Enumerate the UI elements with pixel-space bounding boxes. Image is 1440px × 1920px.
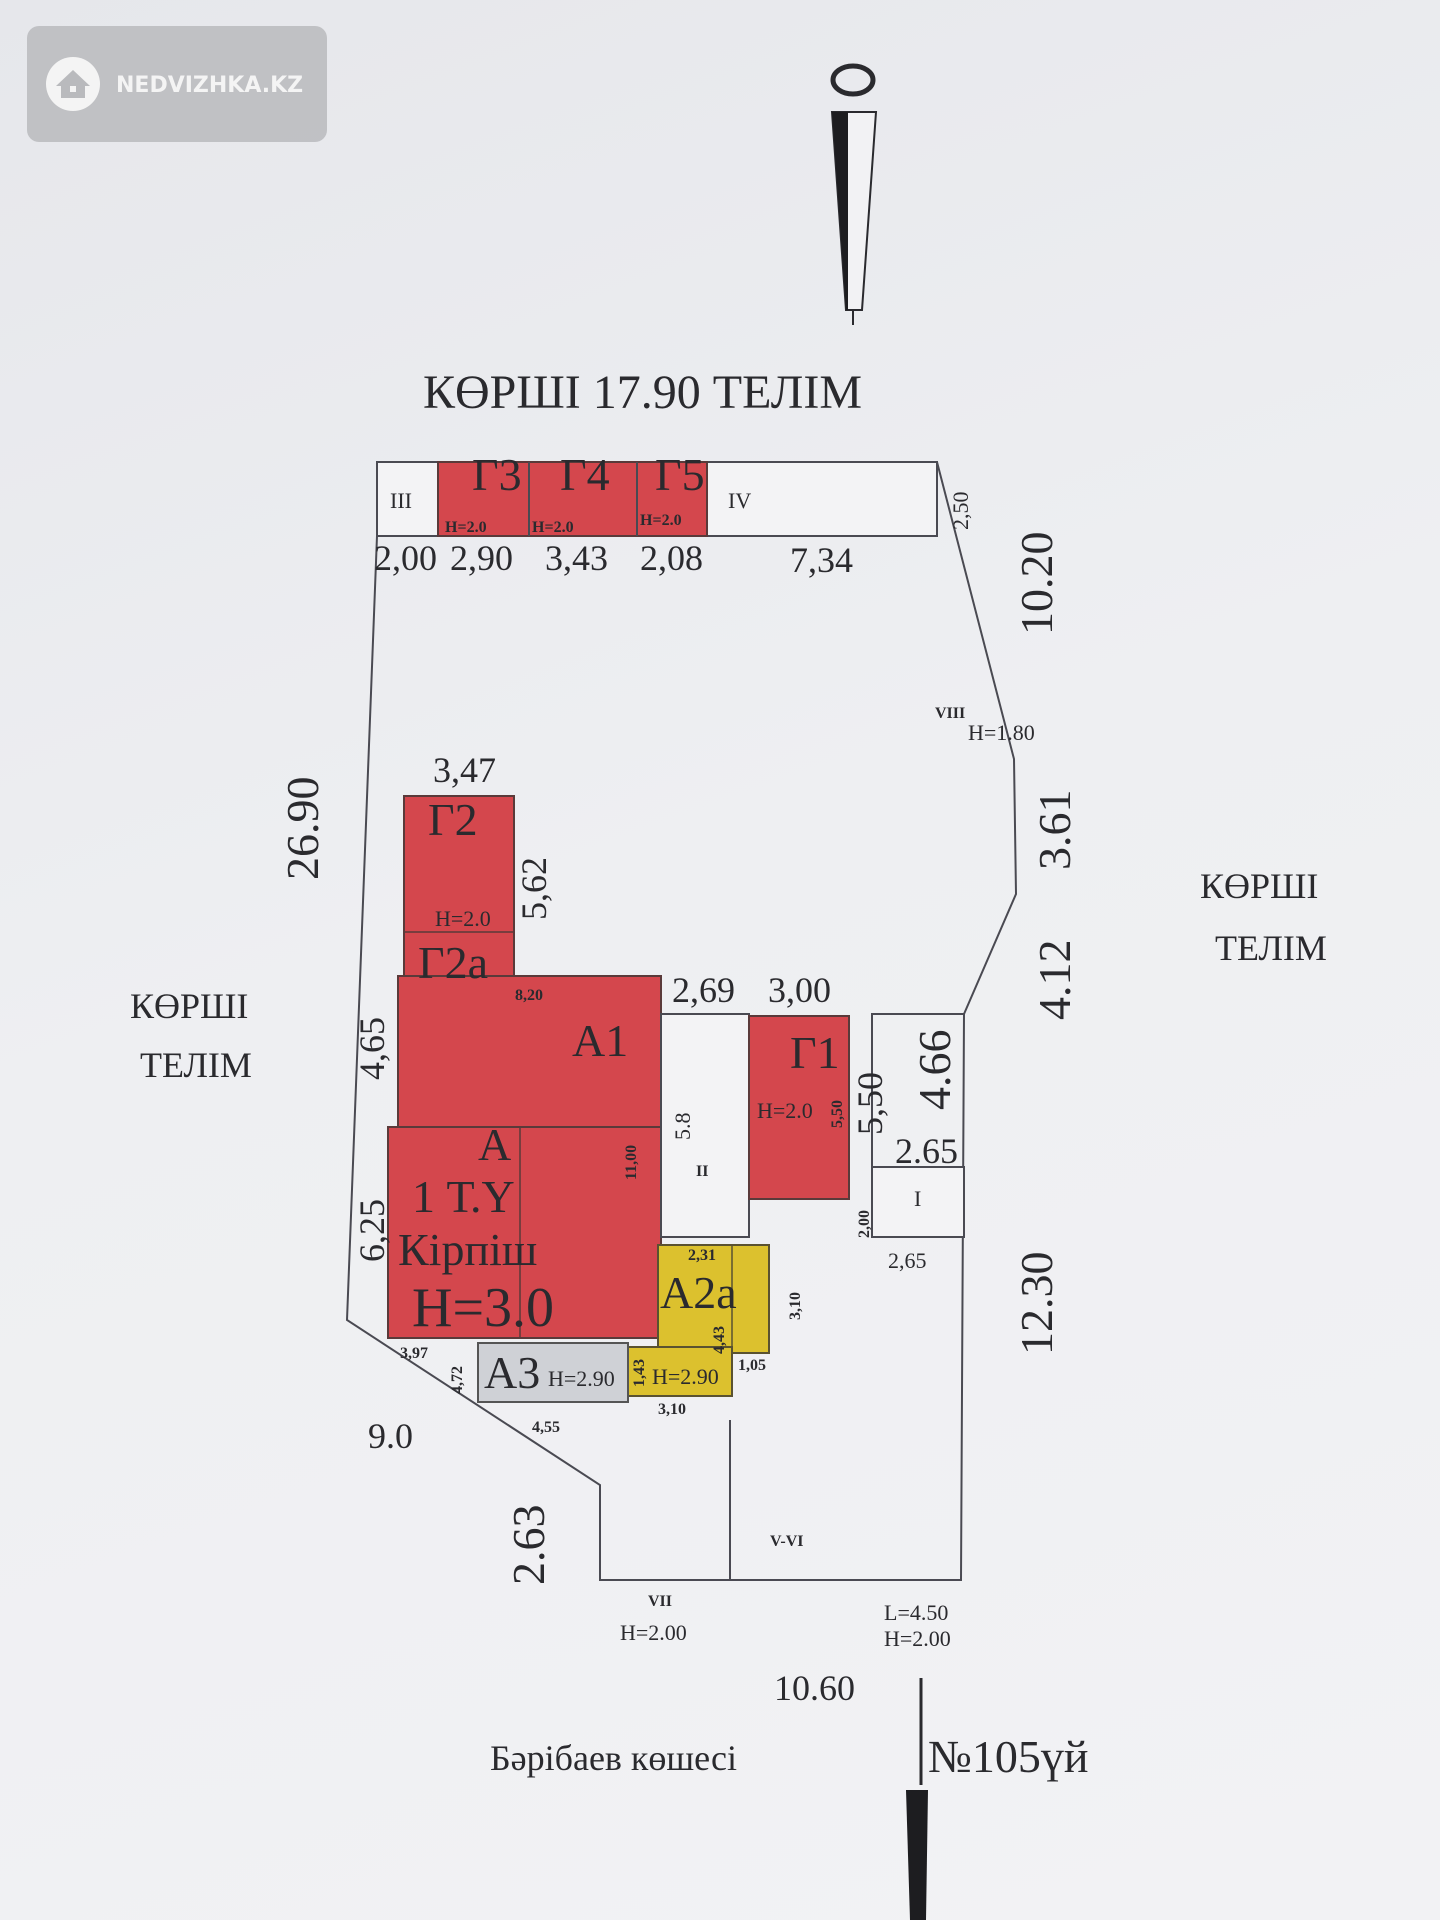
height-g1: H=2.0 xyxy=(757,1098,813,1123)
dim: 2,65 xyxy=(888,1248,927,1273)
dim: 10.20 xyxy=(1011,532,1062,636)
label-g3: Г3 xyxy=(472,449,522,500)
height-a3: H=2.90 xyxy=(548,1366,615,1391)
height-a: H=3.0 xyxy=(412,1277,554,1339)
neighbor-left-label-2: ТЕЛІМ xyxy=(140,1045,252,1085)
label-g1: Г1 xyxy=(790,1027,840,1078)
dim: 2,00 xyxy=(856,1210,873,1238)
label-ii: II xyxy=(696,1163,708,1180)
dim: 4,65 xyxy=(352,1017,392,1080)
height-vii: H=2.00 xyxy=(620,1620,687,1645)
label-g2: Г2 xyxy=(428,794,478,845)
dim: 3,47 xyxy=(433,750,496,790)
neighbor-top-label: КӨРШІ 17.90 ТЕЛІМ xyxy=(423,366,862,419)
dim: 2,69 xyxy=(672,970,735,1010)
label-vii: VII xyxy=(648,1593,672,1610)
dim: 3,97 xyxy=(400,1345,428,1362)
dim: 11,00 xyxy=(623,1145,640,1180)
label-g2a: Г2а xyxy=(418,937,488,988)
label-g4: Г4 xyxy=(560,449,610,500)
dim: 2,08 xyxy=(640,538,703,578)
dim: 2.65 xyxy=(895,1131,958,1171)
label-v-vi: V-VI xyxy=(770,1533,803,1550)
dim: 4,55 xyxy=(532,1419,560,1436)
dim: 2,00 xyxy=(374,538,437,578)
section-iii: III xyxy=(390,488,412,513)
building-a2a xyxy=(657,1244,770,1354)
street-name: Бәрібаев көшесі xyxy=(490,1738,737,1778)
dim: 4,43 xyxy=(711,1326,728,1354)
height-g2: H=2.0 xyxy=(435,906,491,931)
dim: 5,62 xyxy=(514,857,554,920)
watermark-logo: NEDVIZHKA.KZ xyxy=(27,26,327,142)
height-g5: H=2.0 xyxy=(640,512,682,529)
dim: 3,00 xyxy=(768,970,831,1010)
dim: 9.0 xyxy=(368,1416,413,1456)
label-i: I xyxy=(914,1186,921,1211)
building-i xyxy=(871,1166,965,1238)
height-a2: H=2.90 xyxy=(652,1364,719,1389)
dim: 7,34 xyxy=(790,540,853,580)
neighbor-right-label-1: КӨРШІ xyxy=(1200,866,1318,906)
neighbor-left-label-1: КӨРШІ xyxy=(130,986,248,1026)
dim: 3,10 xyxy=(658,1401,686,1418)
dim: 3.61 xyxy=(1029,790,1080,871)
dim: 6,25 xyxy=(352,1199,392,1262)
neighbor-right-label-2: ТЕЛІМ xyxy=(1215,928,1327,968)
south-arrow-icon xyxy=(906,1678,928,1920)
building-g1 xyxy=(748,1015,850,1200)
frontage-dim: 10.60 xyxy=(774,1668,855,1708)
dim: 2,90 xyxy=(450,538,513,578)
dim: 12.30 xyxy=(1011,1252,1062,1356)
watermark-text: NEDVIZHKA.KZ xyxy=(116,73,303,98)
fence-height: H=2.00 xyxy=(884,1626,951,1651)
dim: 4.12 xyxy=(1029,940,1080,1021)
dim: 2.63 xyxy=(503,1505,554,1586)
label-a1: А1 xyxy=(572,1015,628,1066)
dim: 5.8 xyxy=(670,1113,695,1141)
dim: 1,43 xyxy=(631,1359,648,1387)
section-iv: IV xyxy=(728,488,751,513)
dim: 3,43 xyxy=(545,538,608,578)
building-g2 xyxy=(403,795,515,981)
dim: 4.66 xyxy=(909,1030,960,1111)
dim: 3,10 xyxy=(787,1292,804,1320)
building-a xyxy=(387,1126,662,1339)
building-g3-g5 xyxy=(437,461,708,537)
label-g5: Г5 xyxy=(655,449,705,500)
fence-height: H=1.80 xyxy=(968,720,1035,745)
material-label: Кірпіш xyxy=(398,1224,537,1275)
height-g4: H=2.0 xyxy=(532,519,574,536)
building-a2 xyxy=(627,1346,733,1397)
height-g3: H=2.0 xyxy=(445,519,487,536)
dim: 2,50 xyxy=(948,492,973,531)
floors-label: 1 Т.Ү xyxy=(412,1171,515,1222)
label-a3: А3 xyxy=(484,1347,540,1398)
fence-label: VIII xyxy=(935,705,965,722)
dim: 2,31 xyxy=(688,1247,716,1264)
dim: 5,50 xyxy=(850,1072,890,1135)
dim: 8,20 xyxy=(515,987,543,1004)
dim-left: 26.90 xyxy=(277,777,328,881)
label-a2a: А2а xyxy=(660,1267,737,1318)
dim: 5,50 xyxy=(829,1100,846,1128)
fence-length: L=4.50 xyxy=(884,1600,948,1625)
label-a: А xyxy=(478,1119,511,1170)
house-number: №105үй xyxy=(928,1731,1089,1782)
dim: 1,05 xyxy=(738,1357,766,1374)
building-a3 xyxy=(477,1342,629,1403)
north-arrow-icon xyxy=(830,63,878,325)
dim: 4,72 xyxy=(449,1366,466,1394)
